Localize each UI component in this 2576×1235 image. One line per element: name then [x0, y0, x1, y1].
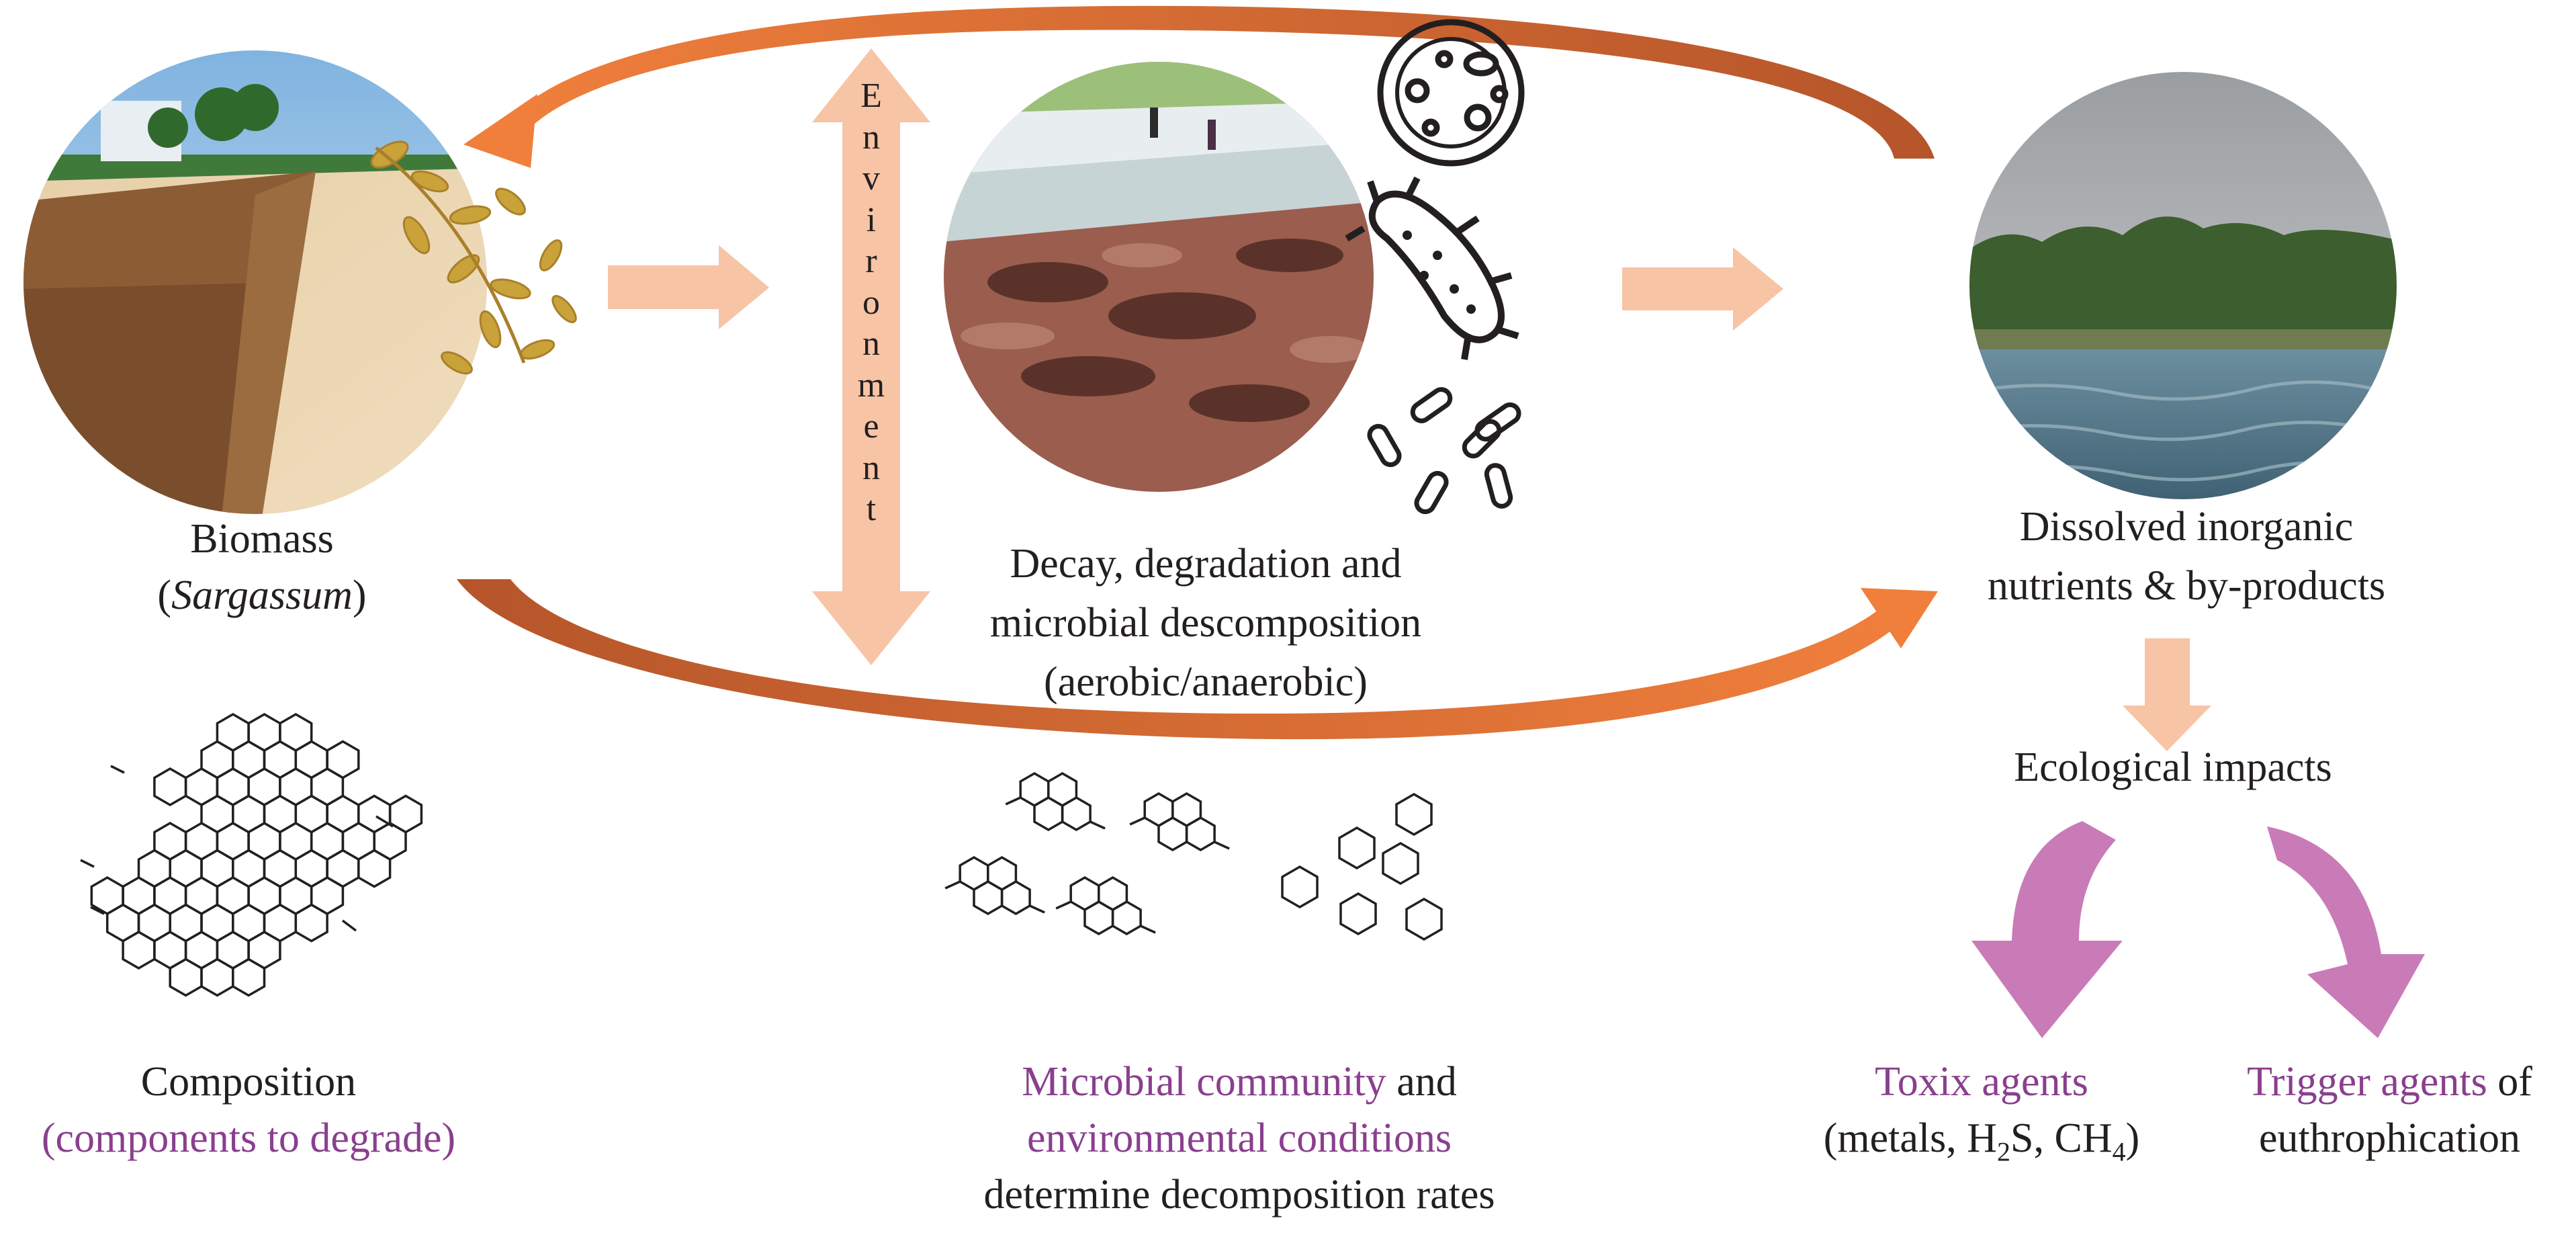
- cluster-ring: [1157, 816, 1188, 852]
- cluster-ring: [1061, 796, 1092, 832]
- small-ring-clusters: [944, 771, 1230, 936]
- decay-label: Decay, degradation and microbial descomp…: [989, 541, 1422, 705]
- lattice-ring: [294, 903, 328, 943]
- single-ring: [1395, 792, 1433, 837]
- bond-line: [341, 919, 357, 932]
- cluster-ring: [1033, 796, 1064, 832]
- environment-letter: e: [863, 407, 879, 445]
- cluster-ring: [1185, 816, 1216, 852]
- bond-line: [90, 906, 105, 915]
- bond-line: [1029, 904, 1045, 914]
- molecular-lattice: [80, 712, 423, 997]
- flow-arrow-decay-to-nutrients: [1622, 247, 1783, 331]
- bond-line: [944, 880, 961, 890]
- microbial-community-label: Microbial community and environmental co…: [983, 1059, 1495, 1218]
- species-name: Sargassum: [171, 572, 353, 618]
- arrow-to-trigger-agents: [2267, 826, 2425, 1038]
- lattice-ring: [357, 849, 392, 888]
- environment-letter: n: [862, 448, 880, 487]
- biomass-label: Biomass (Sargassum): [157, 516, 367, 618]
- ecological-impacts-label: Ecological impacts: [2014, 744, 2332, 790]
- decaying-seaweed-photo: [944, 62, 1374, 492]
- lattice-ring: [200, 957, 234, 997]
- bond-line: [80, 859, 95, 868]
- environment-double-arrow: [812, 48, 930, 665]
- dissolved-nutrients-label: Dissolved inorganic nutrients & by-produ…: [1987, 504, 2386, 609]
- environment-letter: o: [862, 283, 880, 322]
- bacilli-icon: [1367, 387, 1521, 515]
- single-ring: [1339, 892, 1377, 936]
- single-ring: [1382, 841, 1419, 886]
- trigger-agents-label: Trigger agents of euthrophication: [2247, 1059, 2532, 1161]
- bond-line: [1140, 925, 1156, 934]
- bond-line: [1129, 816, 1145, 826]
- cluster-ring: [1111, 900, 1142, 936]
- coastline-water-photo: [1969, 72, 2397, 499]
- sargassum-sprig: [370, 140, 577, 375]
- toxic-agents-label: Toxix agents (metals, H2S, CH4): [1823, 1059, 2140, 1167]
- petri-dish-icon: [1377, 19, 1525, 167]
- bacterium-icon: [1345, 176, 1519, 360]
- environment-letter: m: [857, 366, 885, 404]
- bond-line: [1090, 820, 1106, 830]
- flow-arrow-biomass-to-decay: [608, 245, 769, 329]
- lattice-ring: [122, 930, 156, 970]
- composition-label: Composition (components to degrade): [41, 1059, 456, 1161]
- environment-letter: E: [860, 77, 882, 115]
- cluster-ring: [973, 880, 1004, 916]
- cluster-ring: [1083, 900, 1114, 936]
- bond-line: [1005, 796, 1021, 806]
- environment-letter: n: [862, 118, 880, 157]
- environment-letter: i: [866, 200, 877, 239]
- cluster-ring: [1000, 880, 1031, 916]
- beach-sargassum-photo: [24, 50, 487, 514]
- lattice-ring: [153, 767, 187, 807]
- bond-line: [1055, 900, 1071, 910]
- bond-line: [375, 815, 394, 828]
- single-ring: [1338, 826, 1376, 870]
- bond-line: [110, 765, 125, 774]
- single-ring: [1281, 865, 1319, 909]
- single-ring: [1405, 897, 1443, 941]
- single-hexagon-rings: [1281, 792, 1443, 941]
- environment-letter: v: [862, 159, 880, 198]
- flow-arrow-nutrients-to-impacts: [2123, 638, 2211, 751]
- top-cycle-arrow: [463, 5, 1935, 168]
- environment-letter: t: [866, 490, 877, 528]
- lattice-ring: [232, 957, 266, 997]
- environment-letter: r: [865, 242, 877, 280]
- bottom-cycle-arrow: [457, 579, 1938, 740]
- bond-line: [1214, 841, 1230, 850]
- environment-letter: n: [862, 325, 880, 363]
- lattice-ring: [169, 957, 203, 997]
- arrow-to-toxic-agents: [1971, 821, 2123, 1038]
